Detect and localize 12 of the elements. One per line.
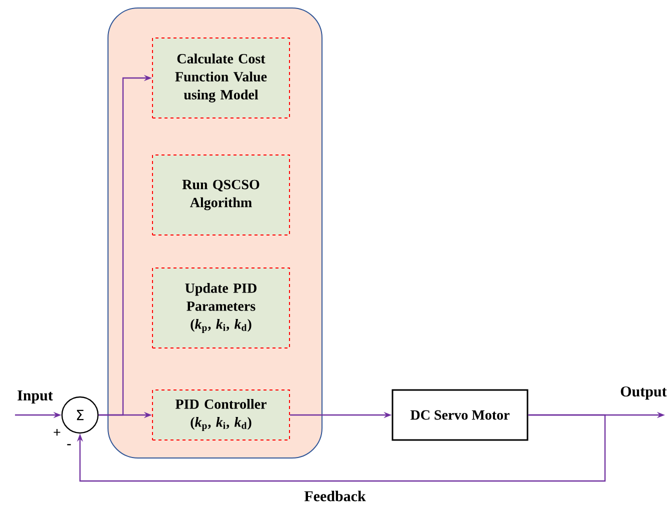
process-box: DC Servo Motor [392,389,528,441]
process-box: Calculate Cost Function Value using Model [152,38,290,118]
process-box: PID Controller (k$_{p}$, k$_{i}$, k$_{d}$) [152,390,290,440]
summing-junction: Σ [61,396,99,434]
edge-label: Feedback [304,490,366,502]
process-box: Update PID Parameters (k$_{p}$, k$_{i}$, k$_{d}$) [152,268,290,348]
sign-label: + [54,429,60,436]
process-box: Run QSCSO Algorithm [152,154,290,236]
edge-label: Output [620,386,667,400]
arrow [76,414,606,482]
edge-label: Input [18,390,53,404]
sign-label: - [67,444,71,446]
